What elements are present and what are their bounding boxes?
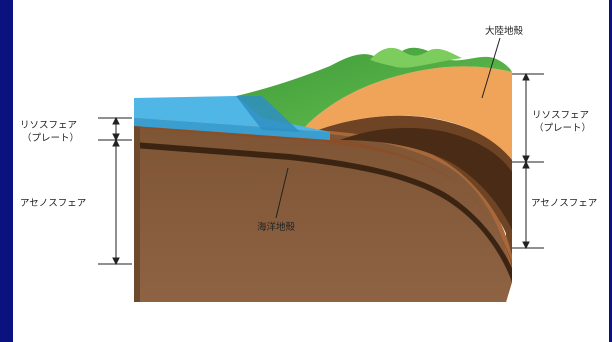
label-oceanic-crust: 海洋地殻 [257,221,296,233]
left-measure [98,116,132,266]
label-asthenosphere-right: アセノスフェア [531,198,597,209]
continental-lithosphere-dark [340,127,512,230]
continental-slope [236,96,300,132]
label-plate-left: （プレート） [22,132,79,144]
label-lithosphere-right: リソスフェア [532,110,589,121]
ocean-water-front [134,118,330,140]
oceanic-crust-leader [275,167,289,219]
continental-crust [300,66,512,160]
label-asthenosphere-left: アセノスフェア [20,198,86,209]
label-lithosphere-left: リソスフェア [20,120,77,131]
mountain-ridge [370,47,462,68]
label-continental-crust: 大陸地殻 [485,25,524,37]
asthenosphere-front [134,118,512,302]
continent-surface [236,47,512,132]
right-measure [512,72,544,250]
continental-crust-leader [481,37,501,99]
label-plate-right: （プレート） [534,122,591,134]
block-front-edge [134,118,140,302]
